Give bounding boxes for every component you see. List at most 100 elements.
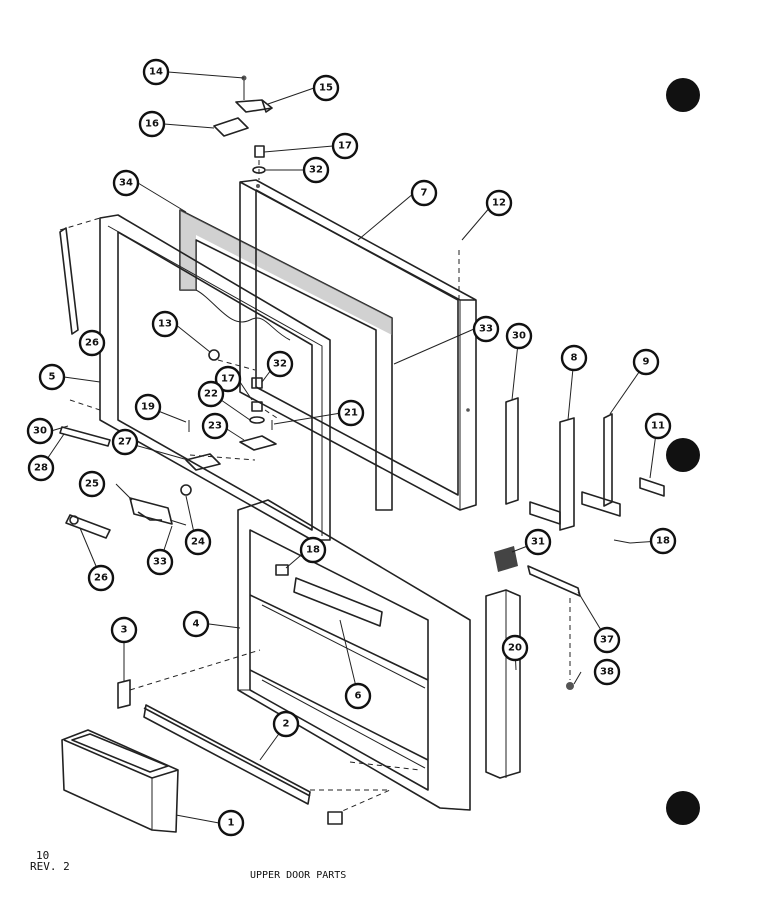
svg-text:15: 15 — [319, 83, 333, 94]
callout-38: 38 — [593, 658, 621, 686]
svg-text:6: 6 — [355, 691, 362, 702]
right-brackets — [505, 397, 665, 544]
callout-16: 16 — [138, 110, 166, 138]
callout-24: 24 — [184, 528, 212, 556]
svg-text:14: 14 — [149, 67, 163, 78]
callout-7: 7 — [410, 179, 438, 207]
inner-door-liner — [237, 499, 471, 811]
callout-32-mid: 32 — [266, 350, 294, 378]
center-hinge-parts — [185, 349, 277, 471]
callout-14: 14 — [142, 58, 170, 86]
callout-13: 13 — [151, 310, 179, 338]
svg-text:18: 18 — [306, 545, 320, 556]
svg-text:26: 26 — [85, 338, 99, 349]
bottom-trim-28 — [59, 426, 111, 447]
right-channel-parts — [485, 546, 581, 779]
left-trim-strip — [59, 227, 79, 335]
svg-text:32: 32 — [309, 165, 323, 176]
callout-8: 8 — [560, 344, 588, 372]
svg-text:17: 17 — [338, 141, 352, 152]
assembly-guide-lines — [59, 80, 460, 461]
registration-dot-top — [666, 78, 700, 112]
page-number: 10 — [36, 849, 50, 862]
callout-12: 12 — [485, 189, 513, 217]
svg-text:21: 21 — [344, 408, 358, 419]
svg-text:22: 22 — [204, 389, 218, 400]
callout-9: 9 — [632, 348, 660, 376]
outer-door-panel — [239, 179, 477, 511]
callout-15: 15 — [312, 74, 340, 102]
registration-dot-middle — [666, 438, 700, 472]
revision-label: REV. 2 — [30, 860, 70, 873]
svg-text:18: 18 — [656, 536, 670, 547]
svg-text:30: 30 — [33, 426, 47, 437]
door-liner-frame — [99, 214, 331, 541]
svg-text:19: 19 — [141, 402, 155, 413]
callout-30-right: 30 — [505, 322, 533, 350]
svg-text:5: 5 — [49, 372, 56, 383]
svg-text:13: 13 — [158, 319, 172, 330]
svg-text:17: 17 — [221, 374, 235, 385]
svg-text:4: 4 — [193, 619, 200, 630]
callout-26-bottom: 26 — [87, 564, 115, 592]
svg-text:25: 25 — [85, 479, 99, 490]
callout-19-mid: 19 — [134, 393, 162, 421]
callout-23: 23 — [201, 412, 229, 440]
callout-34: 34 — [112, 169, 140, 197]
callout-17-top: 17 — [331, 132, 359, 160]
callout-20: 20 — [501, 634, 529, 662]
callout-25: 25 — [78, 470, 106, 498]
svg-text:33: 33 — [479, 324, 493, 335]
callout-32-top: 32 — [302, 156, 330, 184]
svg-text:11: 11 — [651, 421, 665, 432]
top-hinge-assembly — [213, 75, 273, 174]
callout-3: 3 — [110, 616, 138, 644]
svg-text:38: 38 — [600, 667, 614, 678]
callout-17-mid: 17 — [214, 365, 242, 393]
svg-text:1: 1 — [228, 818, 235, 829]
svg-text:7: 7 — [421, 188, 428, 199]
svg-text:30: 30 — [512, 331, 526, 342]
callout-6: 6 — [344, 682, 372, 710]
callout-1: 1 — [217, 809, 245, 837]
svg-text:24: 24 — [191, 537, 205, 548]
door-gasket-foam — [179, 209, 393, 511]
callout-33-top: 33 — [472, 315, 500, 343]
callout-11: 11 — [644, 412, 672, 440]
callout-18-right: 18 — [649, 527, 677, 555]
callout-37: 37 — [593, 626, 621, 654]
callout-27: 27 — [111, 428, 139, 456]
svg-text:3: 3 — [121, 625, 128, 636]
callout-5: 5 — [38, 363, 66, 391]
svg-text:31: 31 — [531, 537, 545, 548]
diagram-caption: UPPER DOOR PARTS — [250, 870, 347, 881]
callout-22: 22 — [197, 380, 225, 408]
callout-31: 31 — [524, 528, 552, 556]
svg-text:20: 20 — [508, 643, 522, 654]
callout-4: 4 — [182, 610, 210, 638]
svg-text:23: 23 — [208, 421, 222, 432]
svg-text:28: 28 — [34, 463, 48, 474]
svg-text:33: 33 — [153, 557, 167, 568]
lower-hinge-parts — [65, 484, 192, 539]
svg-text:8: 8 — [571, 353, 578, 364]
callout-33-bottom: 33 — [146, 548, 174, 576]
svg-text:26: 26 — [94, 573, 108, 584]
callout-28: 28 — [27, 454, 55, 482]
svg-text:32: 32 — [273, 359, 287, 370]
svg-text:2: 2 — [283, 719, 290, 730]
callout-30-left: 30 — [26, 417, 54, 445]
bottom-parts — [61, 649, 421, 833]
callout-26-top: 26 — [78, 329, 106, 357]
svg-text:34: 34 — [119, 178, 133, 189]
svg-text:12: 12 — [492, 198, 506, 209]
svg-text:9: 9 — [643, 357, 650, 368]
callout-21: 21 — [337, 399, 365, 427]
registration-dot-bottom — [666, 791, 700, 825]
svg-text:16: 16 — [145, 119, 159, 130]
svg-text:37: 37 — [600, 635, 614, 646]
svg-text:27: 27 — [118, 437, 132, 448]
callout-18-center: 18 — [299, 536, 327, 564]
callout-2: 2 — [272, 710, 300, 738]
